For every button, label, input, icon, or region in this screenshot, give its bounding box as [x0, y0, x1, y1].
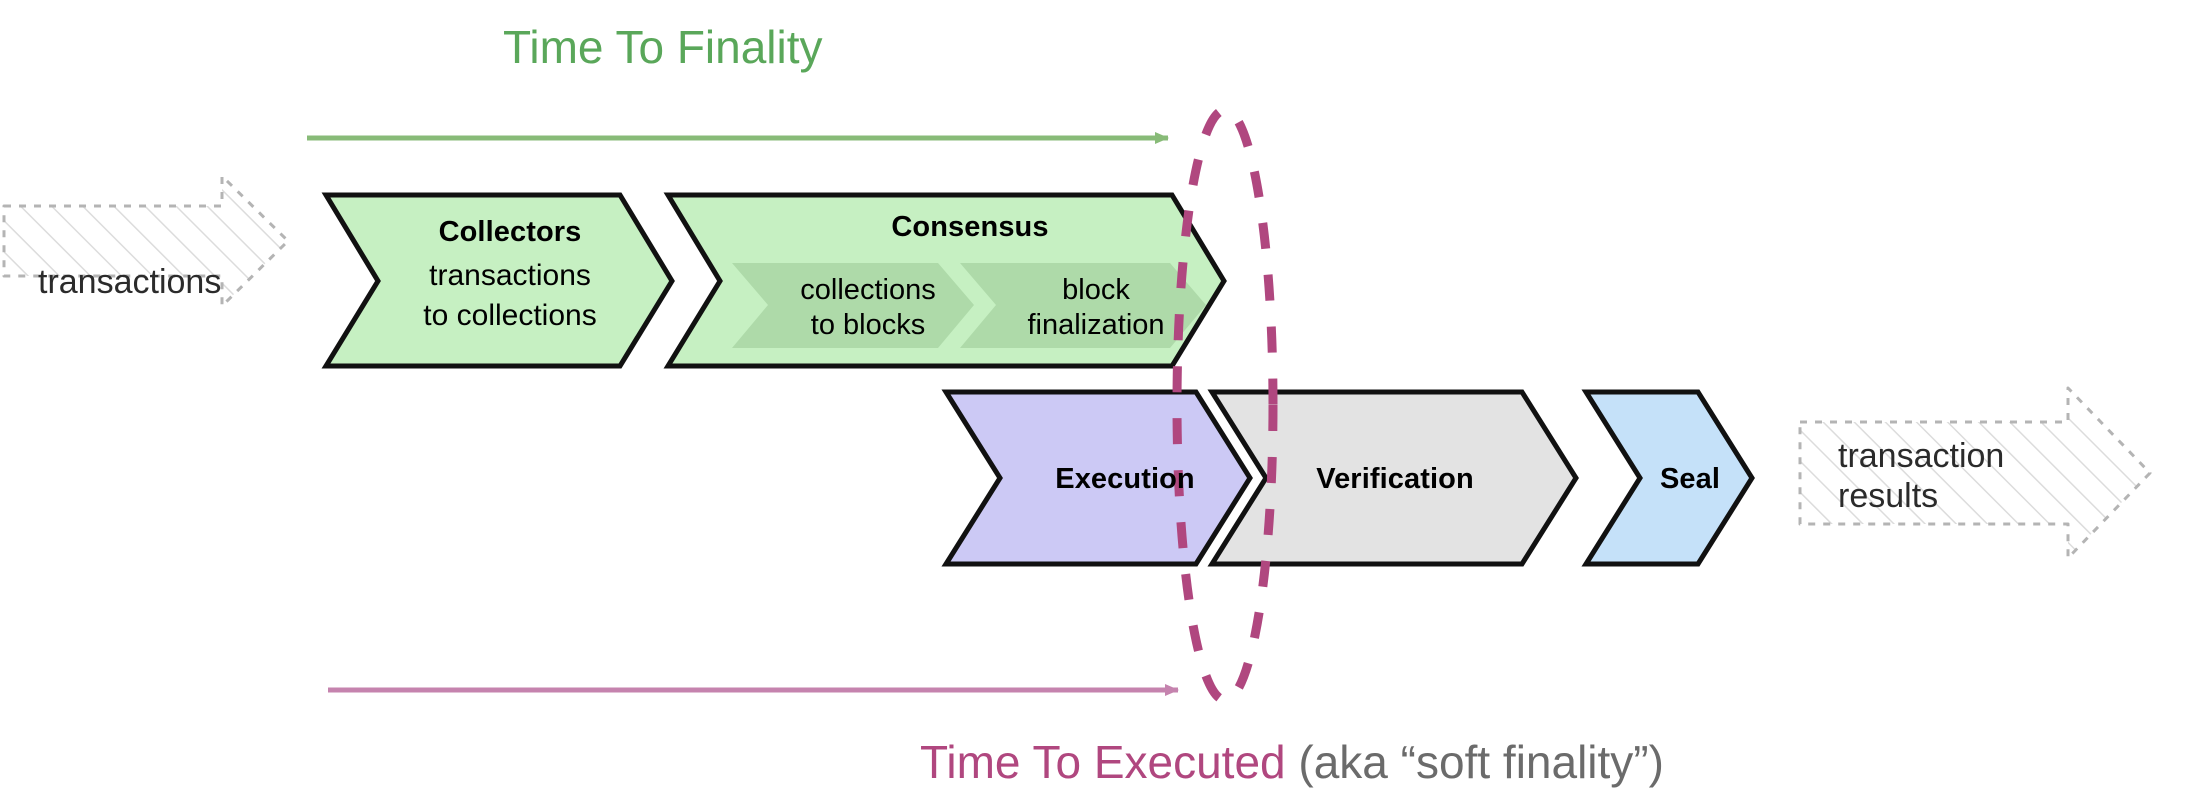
time-to-finality-title: Time To Finality [503, 21, 823, 73]
block-finalization-line-1: block [1062, 274, 1130, 306]
collectors-labels: Collectors transactions to collections [380, 215, 640, 333]
output-label-line-1: transaction [1838, 437, 2005, 475]
finality-point-ellipse [1172, 105, 1278, 705]
transaction-results-output-shape [1798, 386, 2152, 560]
collections-to-blocks-line-1: collections [800, 274, 936, 306]
execution-title: Execution [1055, 463, 1195, 495]
block-finalization-line-2: finalization [1027, 308, 1165, 341]
collections-to-blocks-label: collections to blocks [768, 273, 968, 343]
transactions-input-shape [2, 174, 290, 308]
collectors-title: Collectors [438, 216, 582, 248]
verification-shape[interactable] [1207, 389, 1579, 567]
block-finalization-label: block finalization [996, 273, 1196, 343]
output-label-line-2: results [1838, 477, 1939, 516]
consensus-title: Consensus [891, 211, 1049, 243]
time-to-executed-title: Time To Executed (aka “soft finality”) [920, 735, 1664, 789]
time-to-executed-label: Time To Executed [920, 736, 1286, 788]
collections-to-blocks-line-2: to blocks [810, 308, 926, 341]
transaction-results-output-label: transaction results [1838, 436, 2004, 516]
verification-title: Verification [1316, 463, 1474, 495]
consensus-inner-block-finalization-shape [960, 263, 1206, 348]
seal-title: Seal [1659, 463, 1721, 495]
soft-finality-note: (aka “soft finality”) [1285, 736, 1664, 788]
transactions-input-label: transactions [38, 263, 222, 301]
collectors-sub-line-2: to collections [423, 298, 597, 332]
consensus-inner-collections-to-blocks-shape [732, 263, 974, 348]
collectors-shape[interactable] [321, 192, 675, 369]
collectors-sub-line-1: transactions [429, 259, 591, 293]
seal-shape[interactable] [1581, 389, 1755, 567]
